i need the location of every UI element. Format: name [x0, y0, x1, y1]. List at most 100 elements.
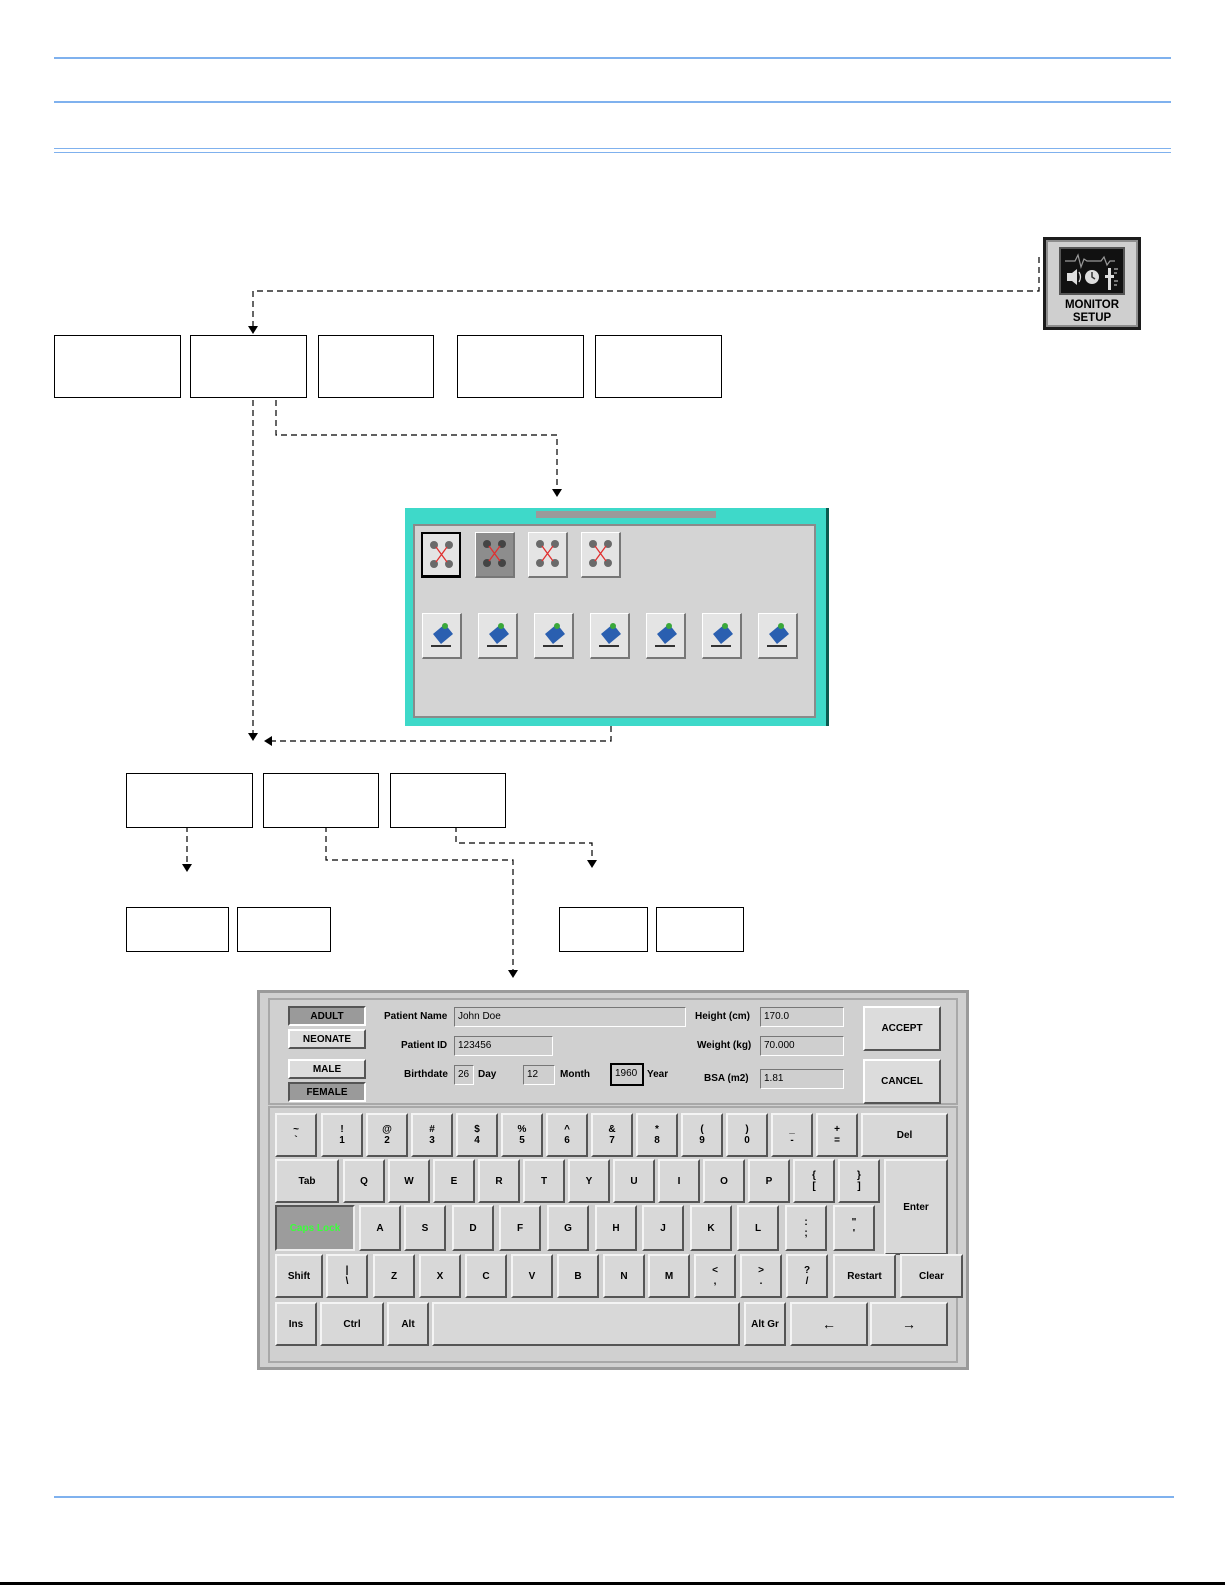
key-clear[interactable]: Clear: [900, 1254, 963, 1298]
key-c[interactable]: C: [465, 1254, 507, 1298]
key-sym-4-6[interactable]: →: [870, 1302, 948, 1346]
bsa-field[interactable]: 1.81: [760, 1069, 844, 1089]
key-del[interactable]: Del: [861, 1113, 948, 1157]
key-p[interactable]: P: [748, 1159, 790, 1203]
key-ctrl[interactable]: Ctrl: [320, 1302, 384, 1346]
key-y[interactable]: Y: [568, 1159, 610, 1203]
key-sublabel: ]: [857, 1181, 861, 1192]
key-sym-0-11[interactable]: _-: [771, 1113, 813, 1157]
header-rule-1: [54, 57, 1171, 59]
key-label: <: [712, 1265, 718, 1276]
key-sym-0-4[interactable]: $4: [456, 1113, 498, 1157]
sensor-config-tile-2[interactable]: [475, 532, 515, 578]
monitor-setup-button[interactable]: MONITOR SETUP: [1043, 237, 1141, 330]
patient-name-field[interactable]: John Doe: [454, 1007, 686, 1027]
probe-tile-7[interactable]: [758, 613, 798, 659]
key-v[interactable]: V: [511, 1254, 553, 1298]
key-sym-0-7[interactable]: &7: [591, 1113, 633, 1157]
key-tab[interactable]: Tab: [275, 1159, 339, 1203]
female-button[interactable]: FEMALE: [288, 1082, 366, 1102]
key-alt[interactable]: Alt: [387, 1302, 429, 1346]
probe-tile-6[interactable]: [702, 613, 742, 659]
key-ins[interactable]: Ins: [275, 1302, 317, 1346]
probe-tile-5[interactable]: [646, 613, 686, 659]
key-sym-0-3[interactable]: #3: [411, 1113, 453, 1157]
key-caps-lock[interactable]: Caps Lock: [275, 1205, 355, 1251]
birth-day-field[interactable]: 26: [454, 1065, 474, 1085]
key-w[interactable]: W: [388, 1159, 430, 1203]
accept-button[interactable]: ACCEPT: [863, 1006, 941, 1051]
key-sublabel: [: [812, 1181, 816, 1192]
key-space[interactable]: [432, 1302, 740, 1346]
key-label: !: [340, 1124, 344, 1135]
height-field[interactable]: 170.0: [760, 1007, 844, 1027]
key-label: C: [482, 1270, 490, 1282]
key-sym-3-1[interactable]: |\: [326, 1254, 368, 1298]
birth-month-field[interactable]: 12: [523, 1065, 555, 1085]
weight-field[interactable]: 70.000: [760, 1036, 844, 1056]
key-i[interactable]: I: [658, 1159, 700, 1203]
key-x[interactable]: X: [419, 1254, 461, 1298]
birth-year-field[interactable]: 1960: [610, 1063, 644, 1086]
key-sym-3-11[interactable]: ?/: [786, 1254, 828, 1298]
key-sym-0-8[interactable]: *8: [636, 1113, 678, 1157]
key-u[interactable]: U: [613, 1159, 655, 1203]
probe-tile-3[interactable]: [534, 613, 574, 659]
male-button[interactable]: MALE: [288, 1059, 366, 1079]
key-b[interactable]: B: [557, 1254, 599, 1298]
key-sym-3-10[interactable]: >.: [740, 1254, 782, 1298]
key-r[interactable]: R: [478, 1159, 520, 1203]
key-q[interactable]: Q: [343, 1159, 385, 1203]
probe-tile-2[interactable]: [478, 613, 518, 659]
adult-button[interactable]: ADULT: [288, 1006, 366, 1026]
key-sym-0-1[interactable]: !1: [321, 1113, 363, 1157]
key-m[interactable]: M: [648, 1254, 690, 1298]
sensor-config-tile-4[interactable]: [581, 532, 621, 578]
sensor-config-tile-1[interactable]: [421, 532, 461, 578]
key-sym-3-9[interactable]: <,: [694, 1254, 736, 1298]
key-label: G: [564, 1222, 572, 1234]
probe-tile-1[interactable]: [422, 613, 462, 659]
key-j[interactable]: J: [642, 1205, 684, 1251]
submenu-box-3: [390, 773, 506, 828]
key-sym-0-2[interactable]: @2: [366, 1113, 408, 1157]
key-t[interactable]: T: [523, 1159, 565, 1203]
key-o[interactable]: O: [703, 1159, 745, 1203]
key-alt-gr[interactable]: Alt Gr: [744, 1302, 786, 1346]
key-h[interactable]: H: [595, 1205, 637, 1251]
key-sym-2-10[interactable]: :;: [785, 1205, 827, 1251]
sensor-config-tile-3[interactable]: [528, 532, 568, 578]
key-e[interactable]: E: [433, 1159, 475, 1203]
month-label: Month: [560, 1069, 590, 1080]
key-sym-0-6[interactable]: ^6: [546, 1113, 588, 1157]
key-sym-4-5[interactable]: ←: [790, 1302, 868, 1346]
key-sym-0-12[interactable]: +=: [816, 1113, 858, 1157]
key-k[interactable]: K: [690, 1205, 732, 1251]
key-sym-0-10[interactable]: )0: [726, 1113, 768, 1157]
key-l[interactable]: L: [737, 1205, 779, 1251]
patient-id-field[interactable]: 123456: [454, 1036, 553, 1056]
key-sym-1-12[interactable]: }]: [838, 1159, 880, 1203]
key-sym-2-11[interactable]: "': [833, 1205, 875, 1251]
key-f[interactable]: F: [499, 1205, 541, 1251]
key-label: }: [857, 1170, 861, 1181]
key-sym-1-11[interactable]: {[: [793, 1159, 835, 1203]
cancel-button[interactable]: CANCEL: [863, 1059, 941, 1104]
key-restart[interactable]: Restart: [833, 1254, 896, 1298]
key-sym-0-0[interactable]: ~`: [275, 1113, 317, 1157]
key-sublabel: 5: [519, 1135, 525, 1146]
device-config-window: [405, 508, 829, 726]
probe-tile-4[interactable]: [590, 613, 630, 659]
key-sym-0-9[interactable]: (9: [681, 1113, 723, 1157]
key-d[interactable]: D: [452, 1205, 494, 1251]
key-z[interactable]: Z: [373, 1254, 415, 1298]
key-shift[interactable]: Shift: [275, 1254, 323, 1298]
key-enter[interactable]: Enter: [884, 1159, 948, 1255]
key-sym-0-5[interactable]: %5: [501, 1113, 543, 1157]
neonate-button[interactable]: NEONATE: [288, 1029, 366, 1049]
key-s[interactable]: S: [404, 1205, 446, 1251]
key-g[interactable]: G: [547, 1205, 589, 1251]
key-n[interactable]: N: [603, 1254, 645, 1298]
key-a[interactable]: A: [359, 1205, 401, 1251]
menu-box-5: [595, 335, 722, 398]
